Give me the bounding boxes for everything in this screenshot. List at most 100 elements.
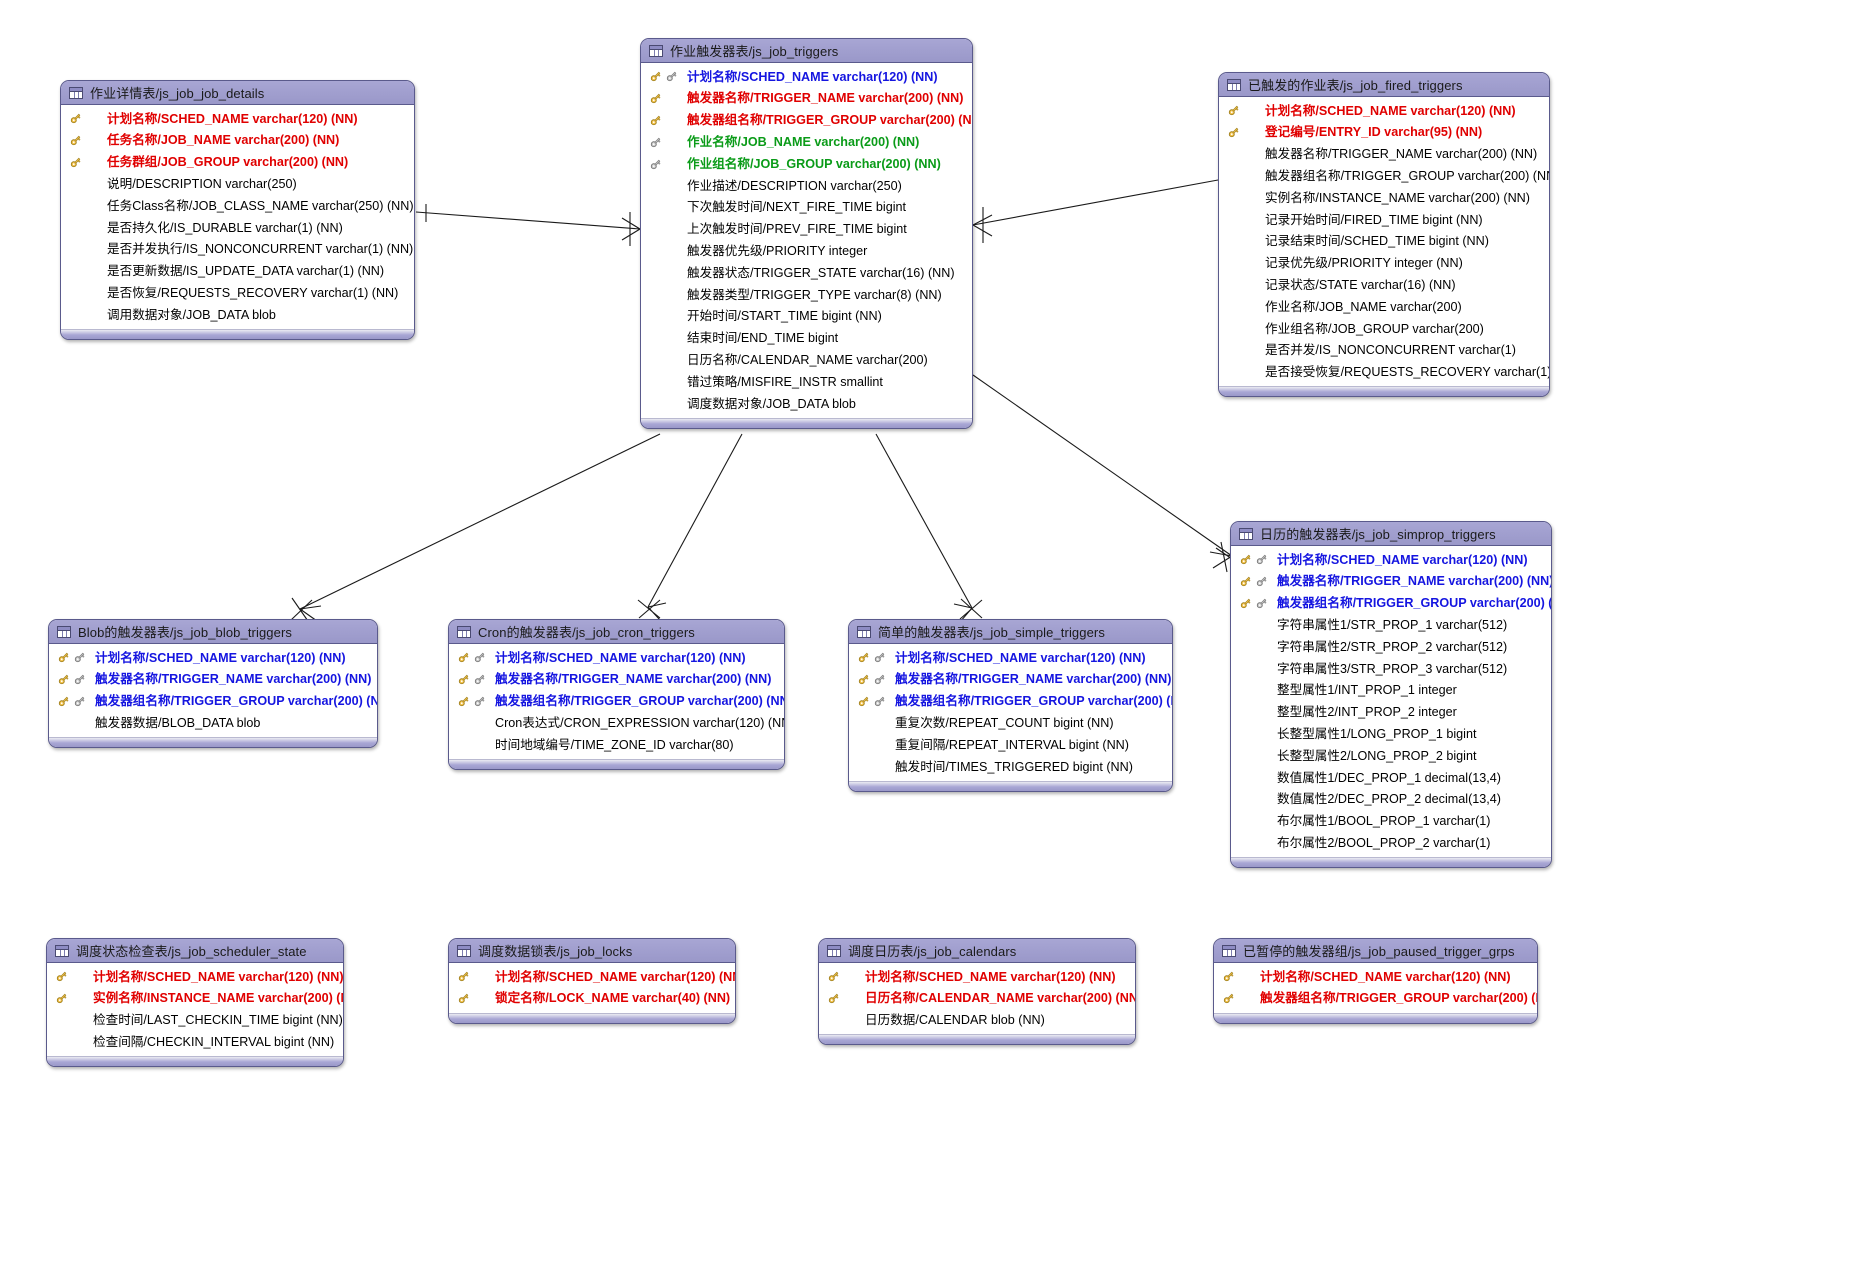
- field-row[interactable]: 上次触发时间/PREV_FIRE_TIME bigint: [641, 219, 972, 241]
- field-row[interactable]: 作业名称/JOB_NAME varchar(200) (NN): [641, 131, 972, 153]
- field-row[interactable]: 触发器名称/TRIGGER_NAME varchar(200) (NN): [1231, 571, 1551, 593]
- field-row[interactable]: 触发器名称/TRIGGER_NAME varchar(200) (NN): [641, 88, 972, 110]
- field-row[interactable]: 触发器组名称/TRIGGER_GROUP varchar(200) (NN): [449, 691, 784, 713]
- field-row[interactable]: 任务名称/JOB_NAME varchar(200) (NN): [61, 130, 414, 152]
- field-row[interactable]: 布尔属性1/BOOL_PROP_1 varchar(1): [1231, 811, 1551, 833]
- field-row[interactable]: 字符串属性2/STR_PROP_2 varchar(512): [1231, 636, 1551, 658]
- entity-simple_triggers[interactable]: 简单的触发器表/js_job_simple_triggers 计划名称/SCHED…: [848, 619, 1173, 792]
- entity-header-scheduler_state[interactable]: 调度状态检查表/js_job_scheduler_state: [47, 939, 343, 963]
- entity-header-simple_triggers[interactable]: 简单的触发器表/js_job_simple_triggers: [849, 620, 1172, 644]
- field-row[interactable]: 重复次数/REPEAT_COUNT bigint (NN): [849, 712, 1172, 734]
- field-row[interactable]: 触发器组名称/TRIGGER_GROUP varchar(200) (NN): [641, 110, 972, 132]
- field-row[interactable]: 触发器组名称/TRIGGER_GROUP varchar(200) (NN): [1214, 988, 1537, 1010]
- field-row[interactable]: 触发器优先级/PRIORITY integer: [641, 240, 972, 262]
- field-row[interactable]: 日历名称/CALENDAR_NAME varchar(200): [641, 349, 972, 371]
- entity-cron_triggers[interactable]: Cron的触发器表/js_job_cron_triggers 计划名称/SCHED…: [448, 619, 785, 770]
- field-row[interactable]: 是否恢复/REQUESTS_RECOVERY varchar(1) (NN): [61, 282, 414, 304]
- entity-blob_triggers[interactable]: Blob的触发器表/js_job_blob_triggers 计划名称/SCHED…: [48, 619, 378, 749]
- field-row[interactable]: 错过策略/MISFIRE_INSTR smallint: [641, 371, 972, 393]
- entity-header-blob_triggers[interactable]: Blob的触发器表/js_job_blob_triggers: [49, 620, 377, 644]
- entity-header-triggers[interactable]: 作业触发器表/js_job_triggers: [641, 39, 972, 63]
- field-row[interactable]: 作业名称/JOB_NAME varchar(200): [1219, 296, 1549, 318]
- entity-simprop_triggers[interactable]: 日历的触发器表/js_job_simprop_triggers 计划名称/SCHE…: [1230, 521, 1552, 869]
- field-row[interactable]: 记录状态/STATE varchar(16) (NN): [1219, 274, 1549, 296]
- field-row[interactable]: 触发器类型/TRIGGER_TYPE varchar(8) (NN): [641, 284, 972, 306]
- field-row[interactable]: 计划名称/SCHED_NAME varchar(120) (NN): [49, 647, 377, 669]
- field-row[interactable]: 触发器数据/BLOB_DATA blob: [49, 712, 377, 734]
- entity-fired_triggers[interactable]: 已触发的作业表/js_job_fired_triggers 计划名称/SCHED_…: [1218, 72, 1550, 398]
- field-row[interactable]: 是否并发/IS_NONCONCURRENT varchar(1): [1219, 340, 1549, 362]
- entity-paused_trigger_grps[interactable]: 已暂停的触发器组/js_job_paused_trigger_grps 计划名称/…: [1213, 938, 1538, 1024]
- entity-locks[interactable]: 调度数据锁表/js_job_locks 计划名称/SCHED_NAME varch…: [448, 938, 736, 1024]
- field-row[interactable]: 作业组名称/JOB_GROUP varchar(200): [1219, 318, 1549, 340]
- field-row[interactable]: 记录优先级/PRIORITY integer (NN): [1219, 253, 1549, 275]
- field-row[interactable]: 计划名称/SCHED_NAME varchar(120) (NN): [449, 647, 784, 669]
- entity-calendars[interactable]: 调度日历表/js_job_calendars 计划名称/SCHED_NAME va…: [818, 938, 1136, 1046]
- field-row[interactable]: Cron表达式/CRON_EXPRESSION varchar(120) (NN…: [449, 712, 784, 734]
- field-row[interactable]: 触发器组名称/TRIGGER_GROUP varchar(200) (NN): [49, 691, 377, 713]
- field-row[interactable]: 开始时间/START_TIME bigint (NN): [641, 306, 972, 328]
- field-row[interactable]: 触发器状态/TRIGGER_STATE varchar(16) (NN): [641, 262, 972, 284]
- field-row[interactable]: 任务群组/JOB_GROUP varchar(200) (NN): [61, 152, 414, 174]
- field-row[interactable]: 说明/DESCRIPTION varchar(250): [61, 173, 414, 195]
- field-row[interactable]: 登记编号/ENTRY_ID varchar(95) (NN): [1219, 122, 1549, 144]
- field-row[interactable]: 日历名称/CALENDAR_NAME varchar(200) (NN): [819, 988, 1135, 1010]
- field-row[interactable]: 下次触发时间/NEXT_FIRE_TIME bigint: [641, 197, 972, 219]
- field-row[interactable]: 实例名称/INSTANCE_NAME varchar(200) (NN): [1219, 187, 1549, 209]
- field-row[interactable]: 作业组名称/JOB_GROUP varchar(200) (NN): [641, 153, 972, 175]
- field-row[interactable]: 调用数据对象/JOB_DATA blob: [61, 304, 414, 326]
- field-row[interactable]: 触发器名称/TRIGGER_NAME varchar(200) (NN): [849, 669, 1172, 691]
- field-row[interactable]: 触发器组名称/TRIGGER_GROUP varchar(200) (NN): [1219, 165, 1549, 187]
- field-row[interactable]: 计划名称/SCHED_NAME varchar(120) (NN): [449, 966, 735, 988]
- field-row[interactable]: 作业描述/DESCRIPTION varchar(250): [641, 175, 972, 197]
- entity-header-calendars[interactable]: 调度日历表/js_job_calendars: [819, 939, 1135, 963]
- field-row[interactable]: 重复间隔/REPEAT_INTERVAL bigint (NN): [849, 734, 1172, 756]
- field-row[interactable]: 检查时间/LAST_CHECKIN_TIME bigint (NN): [47, 1010, 343, 1032]
- field-row[interactable]: 数值属性1/DEC_PROP_1 decimal(13,4): [1231, 767, 1551, 789]
- field-row[interactable]: 计划名称/SCHED_NAME varchar(120) (NN): [1231, 549, 1551, 571]
- field-row[interactable]: 计划名称/SCHED_NAME varchar(120) (NN): [1214, 966, 1537, 988]
- field-row[interactable]: 是否接受恢复/REQUESTS_RECOVERY varchar(1): [1219, 362, 1549, 384]
- field-row[interactable]: 任务Class名称/JOB_CLASS_NAME varchar(250) (N…: [61, 195, 414, 217]
- field-row[interactable]: 锁定名称/LOCK_NAME varchar(40) (NN): [449, 988, 735, 1010]
- field-row[interactable]: 计划名称/SCHED_NAME varchar(120) (NN): [1219, 100, 1549, 122]
- field-row[interactable]: 长整型属性2/LONG_PROP_2 bigint: [1231, 745, 1551, 767]
- field-row[interactable]: 检查间隔/CHECKIN_INTERVAL bigint (NN): [47, 1031, 343, 1053]
- field-row[interactable]: 计划名称/SCHED_NAME varchar(120) (NN): [819, 966, 1135, 988]
- field-row[interactable]: 触发器名称/TRIGGER_NAME varchar(200) (NN): [1219, 144, 1549, 166]
- field-row[interactable]: 是否更新数据/IS_UPDATE_DATA varchar(1) (NN): [61, 261, 414, 283]
- field-row[interactable]: 计划名称/SCHED_NAME varchar(120) (NN): [849, 647, 1172, 669]
- field-row[interactable]: 日历数据/CALENDAR blob (NN): [819, 1010, 1135, 1032]
- field-row[interactable]: 时间地域编号/TIME_ZONE_ID varchar(80): [449, 734, 784, 756]
- field-row[interactable]: 调度数据对象/JOB_DATA blob: [641, 393, 972, 415]
- field-row[interactable]: 字符串属性1/STR_PROP_1 varchar(512): [1231, 614, 1551, 636]
- entity-scheduler_state[interactable]: 调度状态检查表/js_job_scheduler_state 计划名称/SCHED…: [46, 938, 344, 1068]
- field-row[interactable]: 字符串属性3/STR_PROP_3 varchar(512): [1231, 658, 1551, 680]
- entity-triggers[interactable]: 作业触发器表/js_job_triggers 计划名称/SCHED_NAME va…: [640, 38, 973, 429]
- field-row[interactable]: 结束时间/END_TIME bigint: [641, 328, 972, 350]
- entity-header-job_details[interactable]: 作业详情表/js_job_job_details: [61, 81, 414, 105]
- field-row[interactable]: 记录开始时间/FIRED_TIME bigint (NN): [1219, 209, 1549, 231]
- field-row[interactable]: 长整型属性1/LONG_PROP_1 bigint: [1231, 723, 1551, 745]
- field-row[interactable]: 记录结束时间/SCHED_TIME bigint (NN): [1219, 231, 1549, 253]
- field-row[interactable]: 整型属性2/INT_PROP_2 integer: [1231, 702, 1551, 724]
- field-row[interactable]: 计划名称/SCHED_NAME varchar(120) (NN): [61, 108, 414, 130]
- field-row[interactable]: 触发器组名称/TRIGGER_GROUP varchar(200) (NN): [849, 691, 1172, 713]
- entity-header-simprop_triggers[interactable]: 日历的触发器表/js_job_simprop_triggers: [1231, 522, 1551, 546]
- field-row[interactable]: 实例名称/INSTANCE_NAME varchar(200) (NN): [47, 988, 343, 1010]
- field-row[interactable]: 是否持久化/IS_DURABLE varchar(1) (NN): [61, 217, 414, 239]
- field-row[interactable]: 触发时间/TIMES_TRIGGERED bigint (NN): [849, 756, 1172, 778]
- field-row[interactable]: 计划名称/SCHED_NAME varchar(120) (NN): [641, 66, 972, 88]
- entity-header-locks[interactable]: 调度数据锁表/js_job_locks: [449, 939, 735, 963]
- entity-header-fired_triggers[interactable]: 已触发的作业表/js_job_fired_triggers: [1219, 73, 1549, 97]
- entity-header-cron_triggers[interactable]: Cron的触发器表/js_job_cron_triggers: [449, 620, 784, 644]
- field-row[interactable]: 整型属性1/INT_PROP_1 integer: [1231, 680, 1551, 702]
- field-row[interactable]: 布尔属性2/BOOL_PROP_2 varchar(1): [1231, 832, 1551, 854]
- entity-job_details[interactable]: 作业详情表/js_job_job_details 计划名称/SCHED_NAME …: [60, 80, 415, 340]
- field-row[interactable]: 触发器组名称/TRIGGER_GROUP varchar(200) (NN): [1231, 593, 1551, 615]
- field-row[interactable]: 是否并发执行/IS_NONCONCURRENT varchar(1) (NN): [61, 239, 414, 261]
- field-row[interactable]: 数值属性2/DEC_PROP_2 decimal(13,4): [1231, 789, 1551, 811]
- field-row[interactable]: 计划名称/SCHED_NAME varchar(120) (NN): [47, 966, 343, 988]
- field-row[interactable]: 触发器名称/TRIGGER_NAME varchar(200) (NN): [49, 669, 377, 691]
- entity-header-paused_trigger_grps[interactable]: 已暂停的触发器组/js_job_paused_trigger_grps: [1214, 939, 1537, 963]
